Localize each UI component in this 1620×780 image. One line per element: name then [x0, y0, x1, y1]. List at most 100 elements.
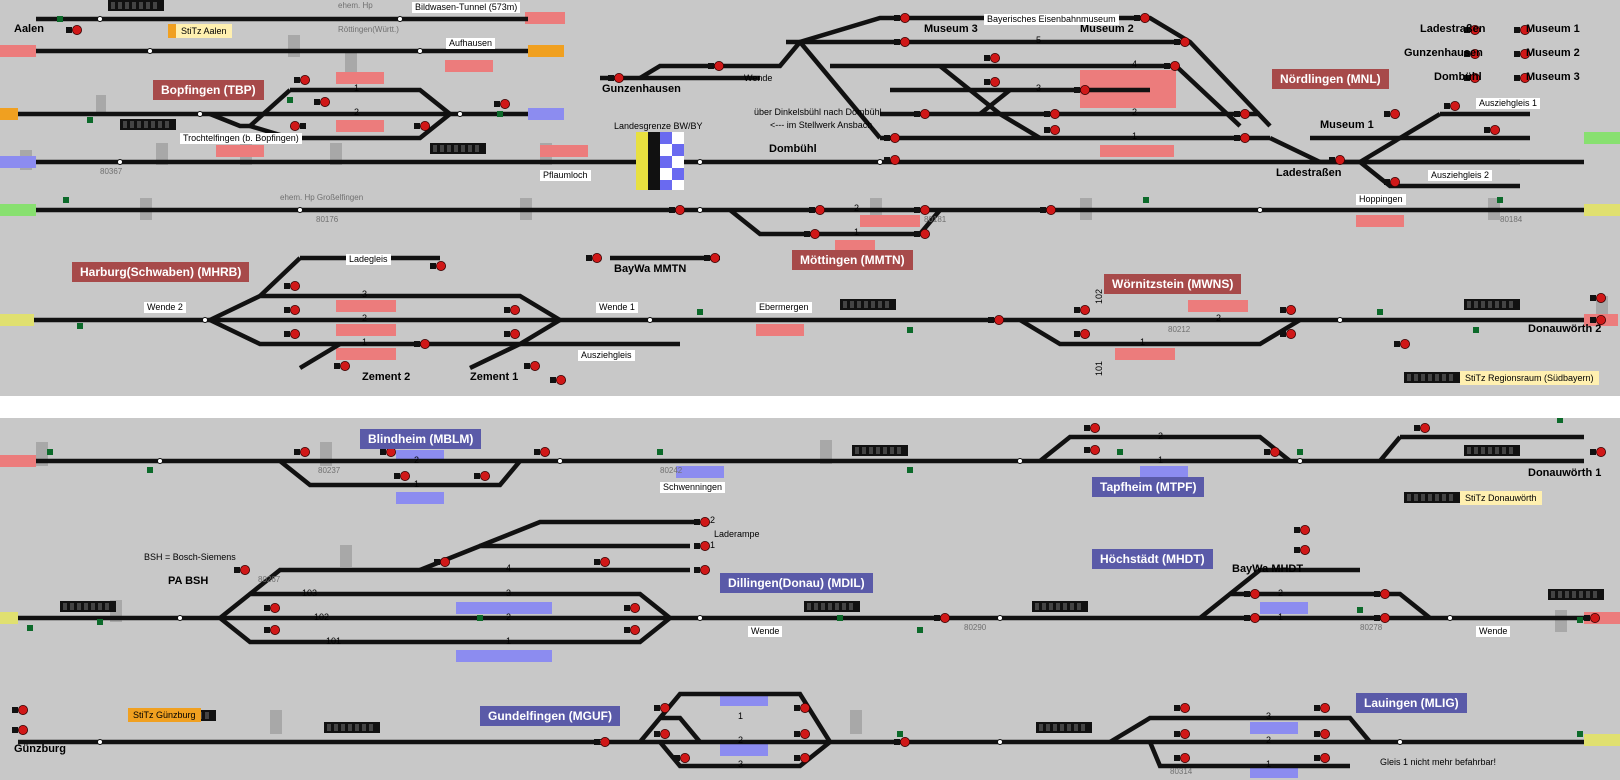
- place-dombuehl[interactable]: Dombühl: [769, 143, 817, 155]
- track-number: 2: [1158, 431, 1164, 441]
- track-number: 2: [710, 515, 716, 525]
- place-ladestrassen[interactable]: Ladestraßen: [1276, 167, 1342, 179]
- place-baywa-mhdt[interactable]: BayWa MHDT: [1232, 563, 1304, 575]
- km-marker: 80290: [964, 623, 987, 632]
- stitz-aalen-tag[interactable]: StiTz Aalen: [168, 24, 232, 38]
- station-banner-mlig[interactable]: Lauingen (MLIG): [1356, 693, 1467, 713]
- label-tunnel: Bildwasen-Tunnel (573m): [412, 2, 521, 13]
- track-number: 3: [362, 289, 368, 299]
- track-number: 2: [1266, 735, 1272, 745]
- stitz-donauwoerth-tag[interactable]: StiTz Donauwörth: [1460, 491, 1542, 505]
- label-pflaumloch: Pflaumloch: [540, 170, 591, 181]
- track-number: 1: [738, 711, 744, 721]
- label-ausziehgleis-1: Ausziehgleis 1: [1476, 98, 1541, 109]
- place-baywa-mmtn[interactable]: BayWa MMTN: [614, 263, 687, 275]
- label-aufhausen: Aufhausen: [446, 38, 496, 49]
- km-marker: 80184: [1500, 215, 1523, 224]
- km-marker: 80237: [318, 466, 341, 475]
- legend-museum-3[interactable]: Museum 3: [1526, 71, 1580, 83]
- signal-number-102: 102: [1094, 288, 1105, 305]
- km-marker: 80242: [660, 466, 683, 475]
- label-dinkelsbuehl: über Dinkelsbühl nach Dombühl: [754, 107, 882, 117]
- label-ladegleis: Ladegleis: [346, 254, 391, 265]
- track-number: 1: [1158, 455, 1164, 465]
- station-banner-mblm[interactable]: Blindheim (MBLM): [360, 429, 482, 449]
- track-number: 103: [302, 588, 318, 598]
- label-ausziehgleis-2: Ausziehgleis 2: [1428, 170, 1493, 181]
- label-wende-1: Wende 1: [596, 302, 638, 313]
- label-roettingen: Röttingen(Württ.): [338, 25, 399, 34]
- track-number: 2: [362, 313, 368, 323]
- place-donauwoerth-2[interactable]: Donauwörth 2: [1528, 323, 1602, 335]
- label-wende-hdt: Wende: [1476, 626, 1511, 637]
- track-number: 4: [1132, 59, 1138, 69]
- label-ehem-hp: ehem. Hp: [338, 1, 373, 10]
- track-number: 1: [354, 83, 360, 93]
- legend-museum-2[interactable]: Museum 2: [1526, 47, 1580, 59]
- track-number: 2: [506, 612, 512, 622]
- km-marker: 80176: [316, 215, 339, 224]
- label-laderampe: Laderampe: [714, 529, 760, 539]
- track-number: 102: [314, 612, 330, 622]
- track-number: 1: [854, 227, 860, 237]
- label-grosselfingen: ehem. Hp Großelfingen: [280, 193, 364, 202]
- legend-ladestrassen[interactable]: Ladestraßen: [1420, 23, 1486, 35]
- place-gunzenhausen[interactable]: Gunzenhausen: [602, 83, 681, 95]
- place-museum-1[interactable]: Museum 1: [1320, 119, 1374, 131]
- station-banner-mhdt[interactable]: Höchstädt (MHDT): [1092, 549, 1213, 569]
- station-banner-mdil[interactable]: Dillingen(Donau) (MDIL): [720, 573, 873, 593]
- station-banner-tbp[interactable]: Bopfingen (TBP): [153, 80, 264, 100]
- legend-dombuehl[interactable]: Dombühl: [1434, 71, 1482, 83]
- station-banner-mguf[interactable]: Gundelfingen (MGUF): [480, 706, 620, 726]
- track-number: 1: [1132, 131, 1138, 141]
- km-marker: 80314: [1170, 767, 1193, 776]
- label-bay-museum: Bayerisches Eisenbahnmuseum: [984, 14, 1119, 25]
- stitz-guenzburg-tag[interactable]: StiTz Günzburg: [128, 708, 201, 722]
- track-number: 3: [738, 759, 744, 769]
- km-marker: 80181: [924, 215, 947, 224]
- label-ebermergen: Ebermergen: [756, 302, 812, 313]
- place-zement-2[interactable]: Zement 2: [362, 371, 411, 383]
- track-number: 2: [854, 203, 860, 213]
- label-schwenningen: Schwenningen: [660, 482, 726, 493]
- track-number: 1: [1266, 759, 1272, 769]
- track-number: 2: [354, 107, 360, 117]
- track-number: 2: [1216, 313, 1222, 323]
- track-number: 3: [1036, 83, 1042, 93]
- track-number: 1: [414, 479, 420, 489]
- station-banner-mnl[interactable]: Nördlingen (MNL): [1272, 69, 1389, 89]
- label-trochtelfingen: Trochtelfingen (b. Bopfingen): [180, 133, 302, 144]
- label-wende-2: Wende 2: [144, 302, 186, 313]
- signal-number-101: 101: [1094, 360, 1105, 377]
- track-number: 2: [1132, 107, 1138, 117]
- place-zement-1[interactable]: Zement 1: [470, 371, 519, 383]
- border-marker: [636, 132, 684, 190]
- km-marker: 80212: [1168, 325, 1191, 334]
- label-gleis1-warning: Gleis 1 nicht mehr befahrbar!: [1380, 757, 1497, 767]
- track-number: 4: [506, 563, 512, 573]
- track-number: 2: [738, 735, 744, 745]
- station-banner-mhrb[interactable]: Harburg(Schwaben) (MHRB): [72, 262, 250, 282]
- stitz-sued-tag[interactable]: StiTz Regionsraum (Südbayern): [1460, 371, 1599, 385]
- track-number: 2: [414, 455, 420, 465]
- legend-museum-1[interactable]: Museum 1: [1526, 23, 1580, 35]
- station-banner-mwns[interactable]: Wörnitzstein (MWNS): [1104, 274, 1242, 294]
- place-museum-3[interactable]: Museum 3: [924, 23, 978, 35]
- km-marker: 80278: [1360, 623, 1383, 632]
- place-donauwoerth-1[interactable]: Donauwörth 1: [1528, 467, 1602, 479]
- track-number: 2: [1278, 588, 1284, 598]
- label-wende-mnl: Wende: [744, 73, 773, 83]
- place-museum-2[interactable]: Museum 2: [1080, 23, 1134, 35]
- station-banner-mmtn[interactable]: Möttingen (MMTN): [792, 250, 913, 270]
- legend-gunzenhausen[interactable]: Gunzenhausen: [1404, 47, 1483, 59]
- place-guenzburg[interactable]: Günzburg: [14, 743, 66, 755]
- station-banner-mtpf[interactable]: Tapfheim (MTPF): [1092, 477, 1205, 497]
- km-marker: 80367: [100, 167, 123, 176]
- track-number: 1: [362, 337, 368, 347]
- section-divider: [0, 396, 1620, 418]
- label-bsh: BSH = Bosch-Siemens: [144, 552, 236, 562]
- place-aalen[interactable]: Aalen: [14, 23, 44, 35]
- place-pa-bsh[interactable]: PA BSH: [168, 575, 209, 587]
